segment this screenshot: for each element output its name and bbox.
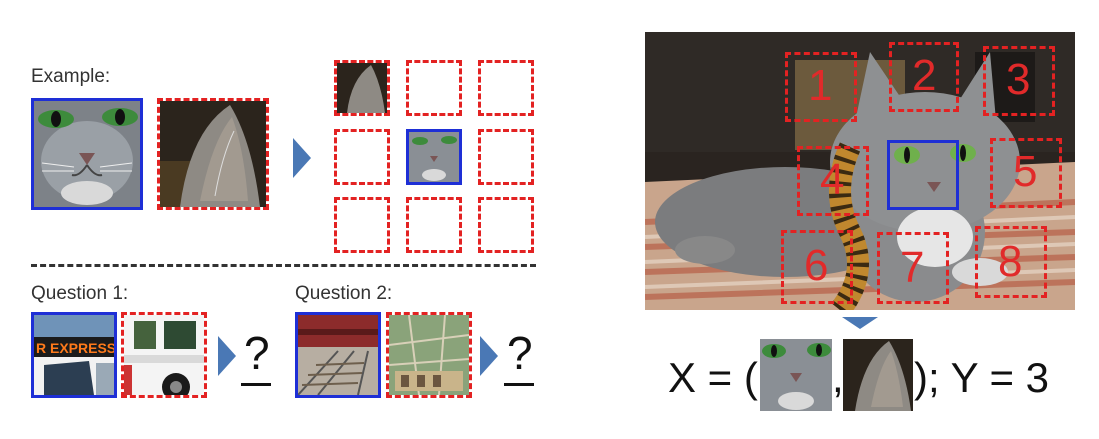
bus-sign-text: R EXPRESS (36, 340, 114, 356)
photo-cell-8-number: 8 (998, 237, 1023, 286)
bus-side-image (124, 315, 204, 401)
photo-cell-3: 3 (983, 46, 1055, 116)
formula-x-prefix: X = ( (668, 354, 758, 401)
photo-cell-6-number: 6 (804, 241, 829, 290)
photo-cell-8: 8 (975, 226, 1047, 298)
question-2-answer: ? (507, 327, 533, 379)
question-2-arrow (480, 336, 498, 376)
grid-cell-7 (334, 197, 390, 253)
cat-photo-image (645, 32, 1075, 310)
grid-cell-1 (334, 60, 390, 116)
cat-ear-image (160, 101, 266, 207)
bus-front-image: R EXPRESS (34, 315, 116, 395)
example-neighbor-patch (157, 98, 269, 210)
photo-cell-7: 7 (877, 232, 949, 304)
cat-ear-thumb (337, 63, 387, 113)
photo-cell-5: 5 (990, 138, 1062, 208)
grid-cell-center (406, 129, 462, 185)
photo-cell-1: 1 (785, 52, 857, 122)
cat-photo: 1 2 3 4 5 6 7 8 (645, 32, 1075, 310)
question-1-center-patch: R EXPRESS (31, 312, 117, 398)
grid-cell-3 (478, 60, 534, 116)
question-1-arrow (218, 336, 236, 376)
photo-cell-1-number: 1 (808, 61, 833, 110)
cat-face-image (34, 101, 140, 207)
question-1-answer: ? (244, 327, 270, 379)
grid-cell-6 (478, 129, 534, 185)
aerial-map-image (388, 314, 470, 396)
cat-face-thumb (409, 132, 459, 182)
grid-cell-8 (406, 197, 462, 253)
question-1-answer-line (241, 383, 271, 386)
formula-suffix: ); Y = 3 (914, 354, 1050, 401)
formula-comma: , (832, 354, 844, 401)
formula-center-patch (760, 339, 832, 411)
photo-cell-2-number: 2 (912, 51, 937, 100)
formula-cat-face-image (760, 339, 832, 411)
photo-cell-3-number: 3 (1006, 55, 1031, 104)
question-2-label: Question 2: (295, 283, 393, 304)
photo-cell-7-number: 7 (900, 243, 925, 292)
question-1-label: Question 1: (31, 283, 129, 304)
grid-cell-4 (334, 129, 390, 185)
question-2-center-patch (295, 312, 381, 398)
photo-cell-5-number: 5 (1013, 147, 1038, 196)
photo-cell-4: 4 (797, 146, 869, 216)
grid-cell-9 (478, 197, 534, 253)
photo-cell-2: 2 (889, 42, 959, 112)
railway-image (297, 315, 378, 396)
example-label: Example: (31, 66, 111, 87)
photo-cell-4-number: 4 (820, 155, 845, 204)
formula-neighbor-patch (843, 339, 913, 411)
question-2-answer-line (504, 383, 534, 386)
question-1-neighbor-patch (121, 312, 207, 401)
photo-cell-6: 6 (781, 230, 853, 304)
grid-cell-2 (406, 60, 462, 116)
photo-cell-center (887, 140, 959, 210)
example-center-patch (31, 98, 143, 210)
question-2-neighbor-patch (386, 312, 472, 398)
example-arrow (293, 138, 311, 178)
photo-down-arrow (842, 317, 878, 329)
section-divider (31, 264, 536, 267)
formula-cat-ear-image (843, 339, 913, 411)
